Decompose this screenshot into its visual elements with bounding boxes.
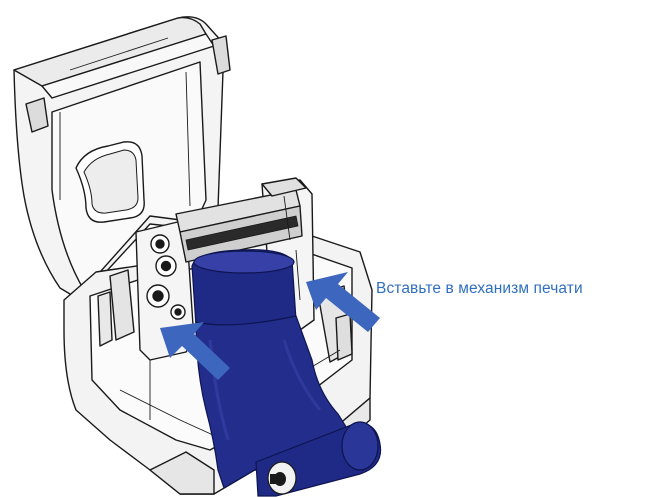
insert-instruction-label: Вставьте в механизм печати — [376, 280, 583, 297]
insert-arrow-left — [160, 322, 230, 380]
cover-window — [75, 141, 145, 223]
insert-arrow-right — [306, 272, 380, 332]
ribbon — [191, 249, 382, 497]
